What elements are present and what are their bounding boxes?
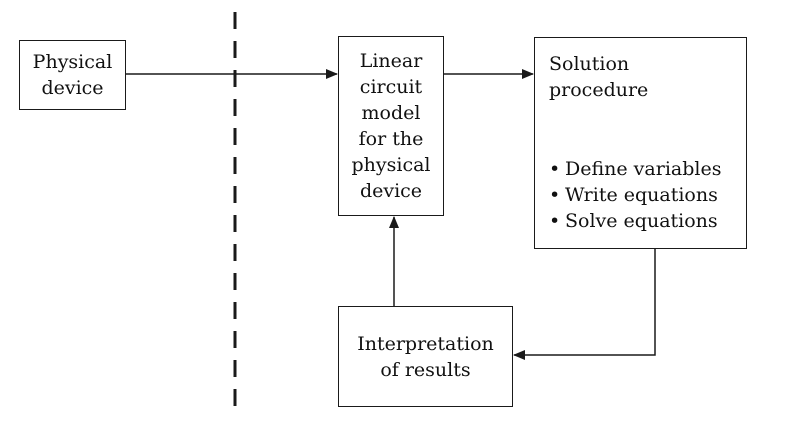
circuit-model-label-line: physical — [351, 154, 431, 176]
circuit-model-label-line: for the — [358, 128, 424, 150]
solution-title-line: Solution — [549, 53, 630, 75]
solution-title-line: procedure — [549, 79, 649, 101]
solution-step-label: Solve equations — [565, 210, 718, 232]
solution-step-item: •Solve equations — [549, 208, 721, 234]
arrow-solution-to-interpretation — [513, 249, 656, 360]
circuit-model-label-line: device — [359, 180, 423, 202]
circuit-model-label-line: Linear — [359, 50, 423, 72]
physical-device-label-line: device — [41, 77, 104, 99]
circuit-model-box: Linear circuit model for the physical de… — [338, 36, 444, 216]
interpretation-label-line: of results — [380, 358, 471, 381]
interpretation-box: Interpretation of results — [338, 306, 513, 407]
bullet-dot-icon: • — [549, 158, 561, 180]
solution-step-item: •Write equations — [549, 182, 721, 208]
bullet-dot-icon: • — [549, 210, 561, 232]
solution-step-item: •Define variables — [549, 156, 721, 182]
physical-device-label-line: Physical — [32, 51, 113, 73]
interpretation-label-line: Interpretation — [357, 332, 494, 355]
solution-step-label: Write equations — [565, 184, 718, 206]
solution-procedure-title: Solution procedure — [549, 51, 648, 103]
solution-step-label: Define variables — [565, 158, 722, 180]
solution-procedure-box: Solution procedure •Define variables •Wr… — [534, 37, 747, 249]
circuit-model-label-line: circuit — [359, 76, 423, 98]
circuit-model-label-line: model — [361, 102, 421, 124]
physical-device-box: Physical device — [19, 40, 126, 110]
solution-steps-list: •Define variables •Write equations •Solv… — [549, 156, 721, 234]
bullet-dot-icon: • — [549, 184, 561, 206]
